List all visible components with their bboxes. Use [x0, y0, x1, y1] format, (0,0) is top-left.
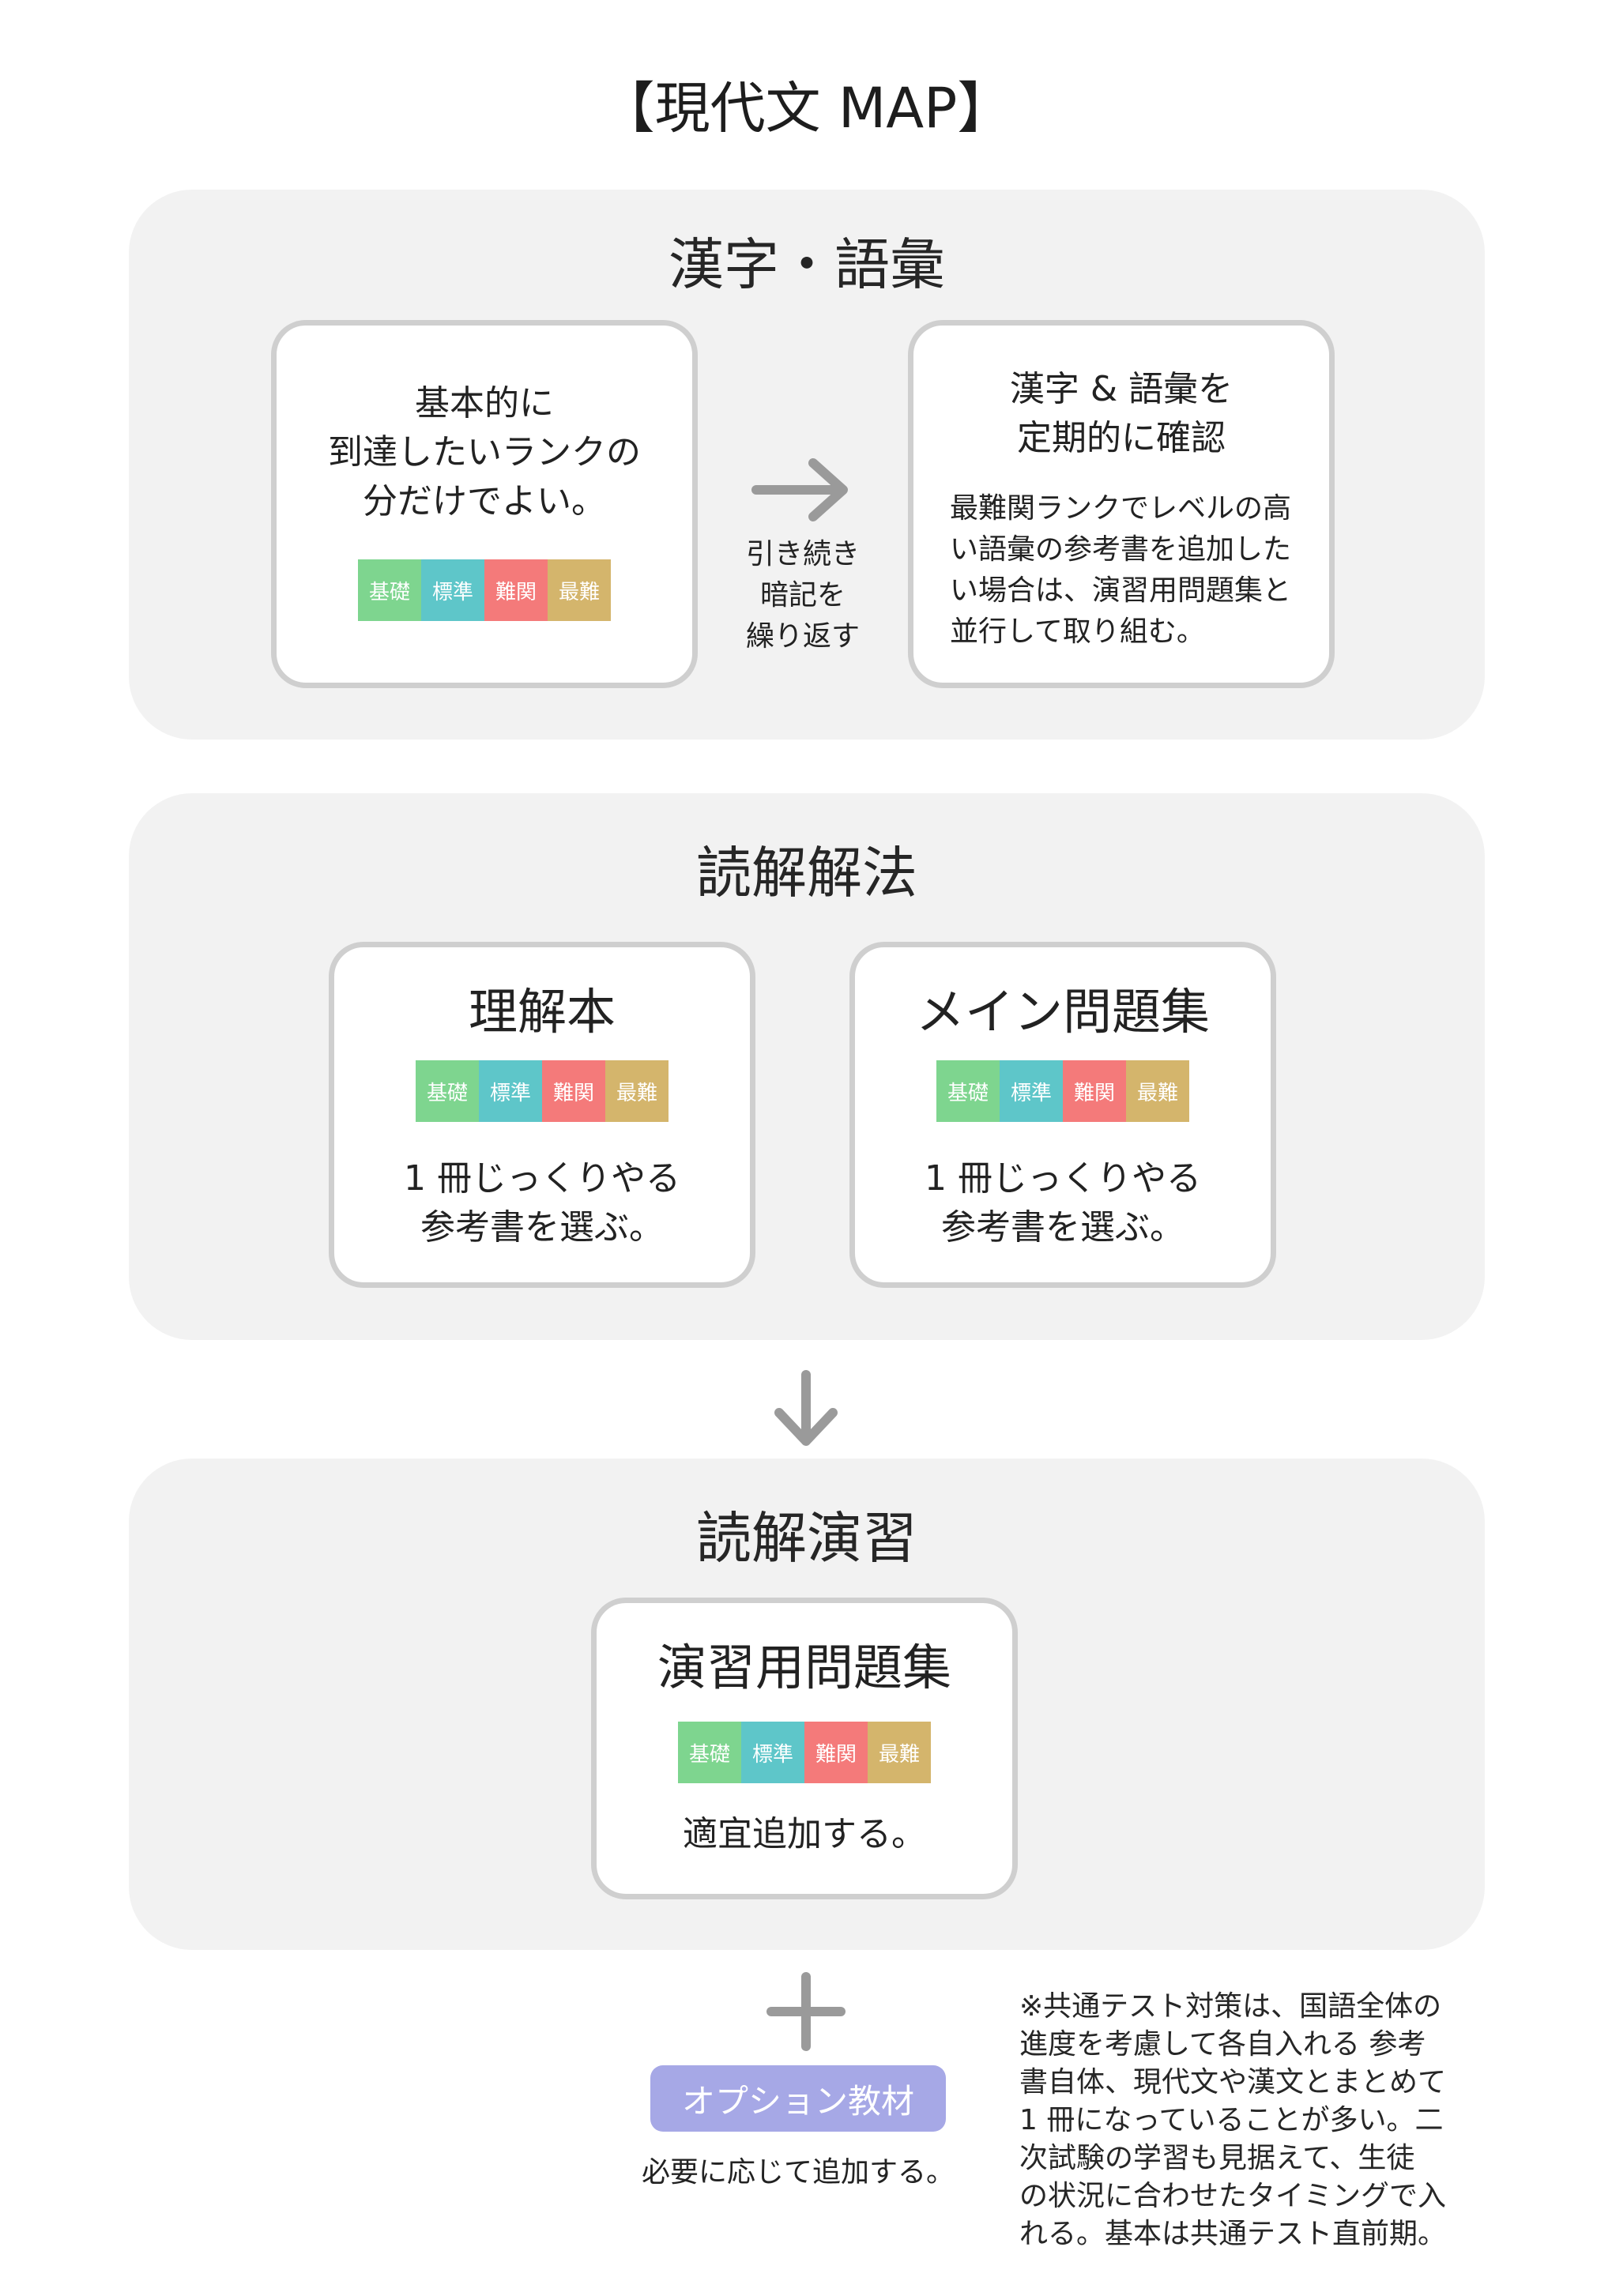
card-title: 漢字 & 語彙を 定期的に確認 [1009, 369, 1233, 458]
option-materials-badge: オプション教材 [650, 2065, 946, 2132]
section-title: 漢字・語彙 [669, 232, 945, 297]
card-text: 1 冊じっくりやる 参考書を選ぶ。 [925, 1158, 1201, 1248]
section-reading-methods: 読解解法 理解本 基礎標準難関最難 1 冊じっくりやる 参考書を選ぶ。 メイン問… [129, 793, 1485, 1340]
common-test-note: ※共通テスト対策は、国語全体の 進度を考慮して各自入れる 参考 書自体、現代文や… [1019, 1990, 1447, 2250]
card-title: 演習用問題集 [657, 1639, 951, 1696]
card-periodic-review: 漢字 & 語彙を 定期的に確認 最難関ランクでレベルの高 い語彙の参考書を追加し… [908, 320, 1335, 688]
level-badge: 標準 [1000, 1060, 1063, 1122]
level-badge: 標準 [479, 1060, 542, 1122]
card-basic-rank: 基本的に 到達したいランクの 分だけでよい。 基礎標準難関最難 [271, 320, 698, 688]
card-title: メイン問題集 [915, 983, 1210, 1041]
level-badge: 難関 [484, 559, 548, 621]
card-understanding-book: 理解本 基礎標準難関最難 1 冊じっくりやる 参考書を選ぶ。 [329, 942, 755, 1288]
level-badge: 基礎 [678, 1722, 741, 1783]
card-body: 最難関ランクでレベルの高 い語彙の参考書を追加した い場合は、演習用問題集と 並… [950, 492, 1292, 648]
card-text: 基本的に 到達したいランクの 分だけでよい。 [328, 383, 641, 521]
level-badge: 基礎 [416, 1060, 479, 1122]
level-badges: 基礎標準難関最難 [678, 1722, 931, 1783]
level-badge: 難関 [1063, 1060, 1126, 1122]
right-arrow-icon [751, 458, 848, 521]
section-title: 読解解法 [696, 841, 917, 905]
level-badge: 標準 [741, 1722, 804, 1783]
level-badge: 最難 [1126, 1060, 1189, 1122]
level-badge: 標準 [421, 559, 484, 621]
level-badges: 基礎標準難関最難 [936, 1060, 1189, 1122]
level-badge: 基礎 [358, 559, 421, 621]
level-badge: 最難 [548, 559, 611, 621]
card-main-problems: メイン問題集 基礎標準難関最難 1 冊じっくりやる 参考書を選ぶ。 [849, 942, 1276, 1288]
level-badge: 最難 [605, 1060, 669, 1122]
section-title: 読解演習 [696, 1506, 917, 1571]
option-caption: 必要に応じて追加する。 [641, 2156, 955, 2189]
page-title: 【現代文 MAP】 [599, 76, 1013, 141]
card-practice-problems: 演習用問題集 基礎標準難関最難 適宜追加する。 [591, 1598, 1018, 1899]
level-badges: 基礎標準難関最難 [416, 1060, 669, 1122]
level-badge: 基礎 [936, 1060, 1000, 1122]
section-kanji-vocab: 漢字・語彙 基本的に 到達したいランクの 分だけでよい。 基礎標準難関最難 引き… [129, 190, 1485, 740]
plus-icon [766, 1972, 846, 2051]
level-badges: 基礎標準難関最難 [358, 559, 611, 621]
card-text: 1 冊じっくりやる 参考書を選ぶ。 [404, 1158, 680, 1248]
level-badge: 難関 [542, 1060, 605, 1122]
card-text: 適宜追加する。 [683, 1814, 926, 1854]
level-badge: 最難 [868, 1722, 931, 1783]
card-title: 理解本 [468, 983, 616, 1041]
level-badge: 難関 [804, 1722, 868, 1783]
section-reading-practice: 読解演習 演習用問題集 基礎標準難関最難 適宜追加する。 [129, 1459, 1485, 1950]
arrow-caption: 引き続き 暗記を 繰り返す [745, 538, 860, 653]
down-arrow-icon [774, 1370, 838, 1446]
